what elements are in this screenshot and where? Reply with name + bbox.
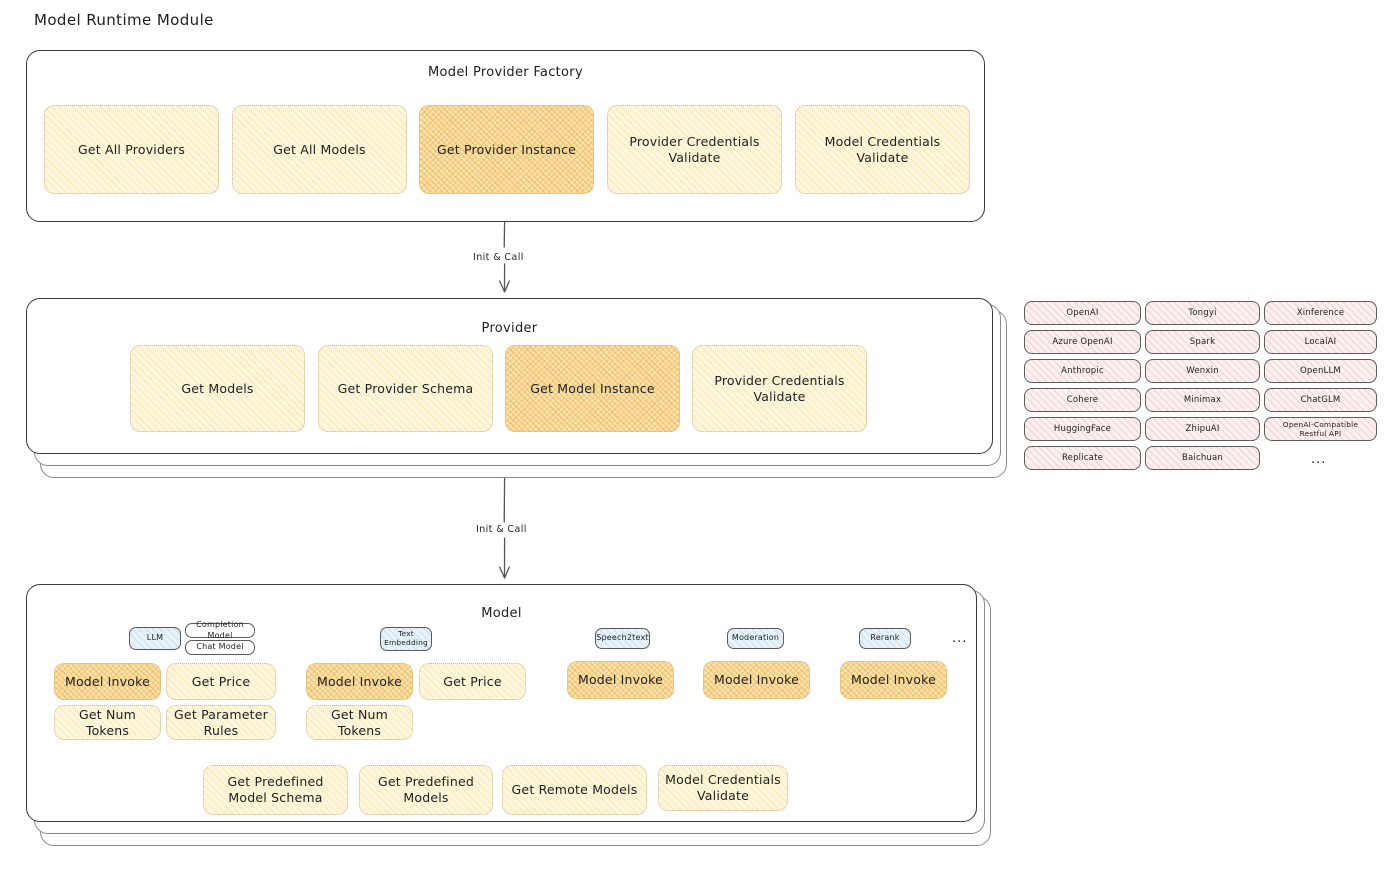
- model-panel: Model: [26, 584, 977, 822]
- model-type-moderation[interactable]: Moderation: [727, 628, 784, 649]
- provider-chip-cohere[interactable]: Cohere: [1024, 388, 1141, 412]
- page-title: Model Runtime Module: [34, 11, 214, 29]
- provider-chip-minimax[interactable]: Minimax: [1145, 388, 1260, 412]
- provider-chip-openai-compatible-restful-api[interactable]: OpenAI-Compatible Restful API: [1264, 417, 1377, 441]
- model-types-more-ellipsis: ...: [952, 631, 968, 646]
- provider-chip-openai[interactable]: OpenAI: [1024, 301, 1141, 325]
- speech2text-method-model-invoke[interactable]: Model Invoke: [567, 661, 674, 699]
- provider-chip-xinference[interactable]: Xinference: [1264, 301, 1377, 325]
- provider-chip-openllm[interactable]: OpenLLM: [1264, 359, 1377, 383]
- arrow-icon: [498, 221, 510, 293]
- llm-method-model-invoke[interactable]: Model Invoke: [54, 663, 161, 700]
- llm-method-get-parameter-rules[interactable]: Get Parameter Rules: [166, 705, 276, 740]
- provider-chip-baichuan[interactable]: Baichuan: [1145, 446, 1260, 470]
- provider-chip-replicate[interactable]: Replicate: [1024, 446, 1141, 470]
- provider-box-get-model-instance[interactable]: Get Model Instance: [505, 345, 680, 432]
- arrow-icon: [498, 477, 510, 579]
- arrow-provider-to-model: [470, 477, 540, 584]
- llm-method-get-num-tokens[interactable]: Get Num Tokens: [54, 705, 161, 740]
- arrow-label-init-call-1: Init & Call: [473, 252, 524, 263]
- shared-method-get-predefined-model-schema[interactable]: Get Predefined Model Schema: [203, 765, 348, 815]
- provider-title: Provider: [481, 321, 538, 336]
- shared-method-get-remote-models[interactable]: Get Remote Models: [502, 765, 647, 815]
- llm-method-get-price[interactable]: Get Price: [166, 663, 276, 700]
- shared-method-get-predefined-models[interactable]: Get Predefined Models: [359, 765, 493, 815]
- factory-box-get-all-models[interactable]: Get All Models: [232, 105, 407, 194]
- provider-chip-wenxin[interactable]: Wenxin: [1145, 359, 1260, 383]
- arrow-factory-to-provider: [470, 221, 540, 298]
- factory-box-get-all-providers[interactable]: Get All Providers: [44, 105, 219, 194]
- model-provider-factory-title: Model Provider Factory: [428, 65, 583, 80]
- text-embedding-method-model-invoke[interactable]: Model Invoke: [306, 663, 413, 700]
- factory-box-model-credentials-validate[interactable]: Model Credentials Validate: [795, 105, 970, 194]
- model-type-speech2text[interactable]: Speech2text: [595, 628, 650, 649]
- text-embedding-method-get-num-tokens[interactable]: Get Num Tokens: [306, 705, 413, 740]
- model-subtype-completion-model[interactable]: Completion Model: [185, 620, 255, 640]
- model-type-llm[interactable]: LLM: [129, 627, 181, 650]
- provider-chip-anthropic[interactable]: Anthropic: [1024, 359, 1141, 383]
- model-type-text-embedding[interactable]: Text Embedding: [380, 627, 432, 651]
- provider-chip-huggingface[interactable]: HuggingFace: [1024, 417, 1141, 441]
- provider-chip-tongyi[interactable]: Tongyi: [1145, 301, 1260, 325]
- provider-box-get-models[interactable]: Get Models: [130, 345, 305, 432]
- moderation-method-model-invoke[interactable]: Model Invoke: [703, 661, 810, 699]
- provider-chip-localai[interactable]: LocalAI: [1264, 330, 1377, 354]
- model-type-rerank[interactable]: Rerank: [859, 628, 911, 649]
- provider-box-provider-credentials-validate[interactable]: Provider Credentials Validate: [692, 345, 867, 432]
- provider-chip-spark[interactable]: Spark: [1145, 330, 1260, 354]
- factory-box-get-provider-instance[interactable]: Get Provider Instance: [419, 105, 594, 194]
- factory-box-provider-credentials-validate[interactable]: Provider Credentials Validate: [607, 105, 782, 194]
- arrow-label-init-call-2: Init & Call: [476, 524, 527, 535]
- model-title: Model: [481, 606, 522, 621]
- provider-chip-chatglm[interactable]: ChatGLM: [1264, 388, 1377, 412]
- provider-box-get-provider-schema[interactable]: Get Provider Schema: [318, 345, 493, 432]
- text-embedding-method-get-price[interactable]: Get Price: [419, 663, 526, 700]
- provider-chip-azure-openai[interactable]: Azure OpenAI: [1024, 330, 1141, 354]
- provider-list-more-ellipsis: ...: [1311, 452, 1327, 467]
- rerank-method-model-invoke[interactable]: Model Invoke: [840, 661, 947, 699]
- shared-method-model-credentials-validate[interactable]: Model Credentials Validate: [658, 765, 788, 811]
- provider-chip-zhipuai[interactable]: ZhipuAI: [1145, 417, 1260, 441]
- model-subtype-chat-model[interactable]: Chat Model: [185, 640, 255, 655]
